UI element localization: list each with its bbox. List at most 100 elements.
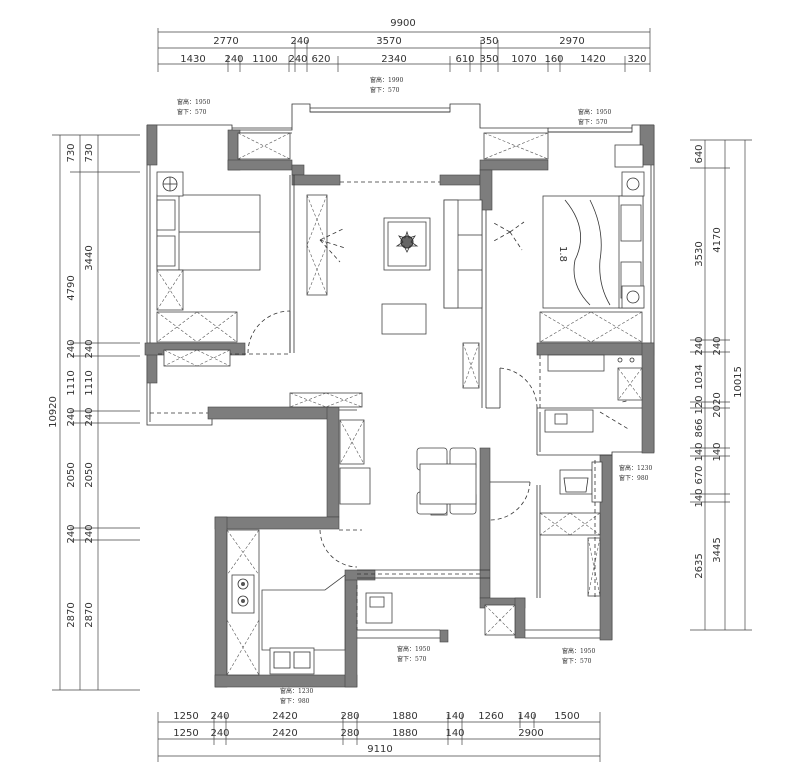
window-note-bottom-right-sill: 窗下：570 (562, 657, 592, 665)
right-bedroom: 1.8 (491, 144, 645, 433)
left-outer-label: 240 (66, 524, 77, 543)
left-inner-label: 240 (84, 524, 95, 543)
left-inner-label: 3440 (84, 245, 95, 270)
window-notes: 窗高：1990 窗下：570 窗高：1950 窗下：570 窗高：1950 窗下… (177, 76, 652, 705)
top-row2-label: 350 (479, 54, 498, 65)
right-outer-label: 4170 (712, 227, 723, 252)
wardrobe-right (539, 311, 643, 343)
window-note-top-right-sill: 窗下：570 (578, 118, 608, 126)
right-outer-label: 3445 (712, 537, 723, 562)
bottom-row2-label: 1250 (173, 728, 198, 739)
top-row2-label: 320 (627, 54, 646, 65)
dining-area (416, 447, 477, 516)
window-note-top-left-height: 窗高：1950 (177, 98, 210, 106)
top-row2-label: 620 (311, 54, 330, 65)
bottom-row1-label: 1250 (173, 711, 198, 722)
bottom-row2-label: 280 (340, 728, 359, 739)
kitchen-island (261, 574, 346, 651)
window-note-right-mid-sill: 窗下：980 (619, 474, 649, 482)
cabinet-unit (339, 467, 371, 505)
vanity (547, 354, 605, 372)
window-note-bottom-left-sill: 窗下：980 (280, 697, 310, 705)
left-outer-label: 730 (66, 143, 77, 162)
right-inner-label: 670 (694, 465, 705, 484)
rug (381, 303, 427, 335)
bottom-row2-label: 1880 (392, 728, 417, 739)
left-inner-label: 2050 (84, 462, 95, 487)
dim-bottom-total: 9110 (367, 744, 392, 755)
right-outer-label: 2020 (712, 392, 723, 417)
left-outer-label: 1110 (66, 370, 77, 395)
left-inner-label: 1110 (84, 370, 95, 395)
wardrobe-left (156, 311, 238, 343)
bottom-row2-label: 240 (210, 728, 229, 739)
left-inner-label: 730 (84, 143, 95, 162)
window-note-bottom-center-height: 窗高：1950 (397, 645, 430, 653)
top-row1-label: 350 (479, 36, 498, 47)
window-top-center (310, 107, 450, 113)
top-row2-label: 1430 (180, 54, 205, 65)
right-inner-label: 1034 (694, 364, 705, 389)
left-outer-label: 4790 (66, 275, 77, 300)
right-inner-label: 3530 (694, 241, 705, 266)
window-note-top-right-height: 窗高：1950 (578, 108, 611, 116)
right-outer-label: 140 (712, 442, 723, 461)
dim-top-total: 9900 (390, 18, 415, 29)
top-row1-label: 2970 (559, 36, 584, 47)
right-inner-label: 640 (694, 144, 705, 163)
right-outer-label: 240 (712, 336, 723, 355)
window-note-right-mid-height: 窗高：1230 (619, 464, 652, 472)
bottom-row2-label: 140 (445, 728, 464, 739)
bottom-row1-label: 1260 (478, 711, 503, 722)
right-inner-label: 2635 (694, 553, 705, 578)
top-row2-label: 1100 (252, 54, 277, 65)
right-dimensions: 10015 640353024010341208661406701402635 … (690, 139, 752, 631)
window-note-top-center-sill: 窗下：570 (370, 86, 400, 94)
bottom-row1-label: 1500 (554, 711, 579, 722)
top-row2-label: 160 (544, 54, 563, 65)
bottom-dimensions: 1250 240 2420 280 1880 140 1260 140 1500 1250 240… (157, 711, 601, 762)
tv-cabinet (306, 194, 328, 296)
window-note-top-left-sill: 窗下：570 (177, 108, 207, 116)
shower-bench (539, 512, 601, 536)
left-outer-label: 2050 (66, 462, 77, 487)
bay-cabinets (237, 132, 549, 160)
top-row2-label: 1420 (580, 54, 605, 65)
left-inner-label: 240 (84, 407, 95, 426)
left-outer-label: 240 (66, 407, 77, 426)
window-top-right (548, 127, 632, 133)
bottom-row1-label: 140 (517, 711, 536, 722)
right-inner-label: 140 (694, 442, 705, 461)
left-inner-label: 2870 (84, 602, 95, 627)
washbasin (544, 409, 594, 433)
left-inner-label: 240 (84, 339, 95, 358)
bottom-row1-label: 240 (210, 711, 229, 722)
right-inner-label: 240 (694, 336, 705, 355)
window-note-bottom-right-height: 窗高：1950 (562, 647, 595, 655)
kitchen (226, 529, 516, 676)
bathroom (539, 460, 603, 598)
window-note-top-center-height: 窗高：1990 (370, 76, 403, 84)
top-row2-label: 240 (224, 54, 243, 65)
stove (231, 574, 255, 614)
bottom-row1-label: 140 (445, 711, 464, 722)
top-row1-label: 2770 (213, 36, 238, 47)
left-bedroom (156, 171, 261, 367)
bottom-row2-label: 2900 (518, 728, 543, 739)
bottom-row1-label: 1880 (392, 711, 417, 722)
left-outer-label: 2870 (66, 602, 77, 627)
top-row2-label: 610 (455, 54, 474, 65)
bottom-row1-label: 2420 (272, 711, 297, 722)
top-row1-label: 240 (290, 36, 309, 47)
window-note-bottom-left-height: 窗高：1230 (280, 687, 313, 695)
top-row2-label: 2340 (381, 54, 406, 65)
window-note-bottom-center-sill: 窗下：570 (397, 655, 427, 663)
top-row2-label: 240 (288, 54, 307, 65)
window-top-left (232, 127, 292, 134)
top-row1-label: 3570 (376, 36, 401, 47)
right-inner-label: 866 (694, 418, 705, 437)
door-kitchen (319, 529, 358, 568)
